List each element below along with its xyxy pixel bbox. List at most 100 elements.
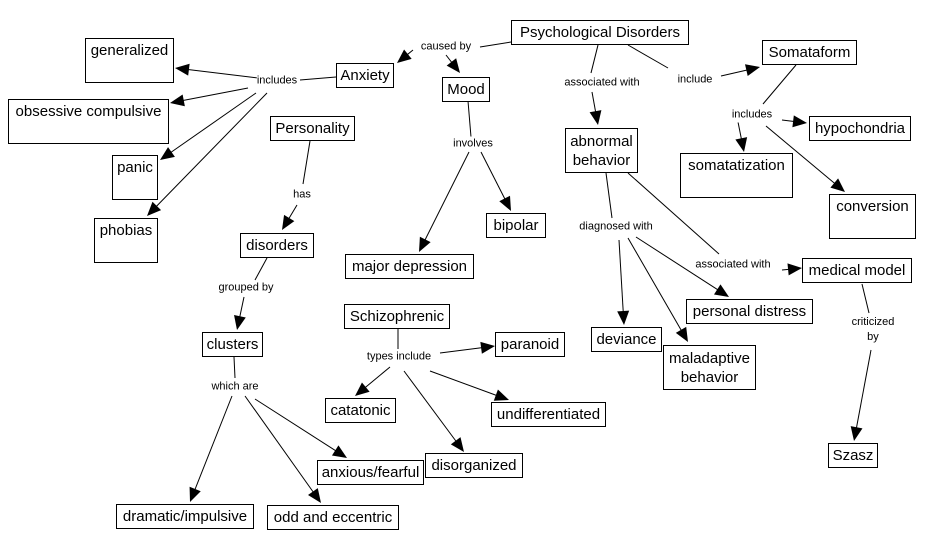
concept-node-somat[interactable]: somatatization [680,153,793,198]
edge-line [299,76,337,81]
concept-node-bipolar[interactable]: bipolar [486,213,546,238]
edge-line [590,44,599,74]
concept-node-clusters[interactable]: clusters [202,332,263,357]
concept-node-mood[interactable]: Mood [442,77,490,102]
concept-node-panic[interactable]: panic [112,155,158,200]
edge-line [855,349,872,432]
link-label-include_som: include [677,72,713,88]
edge-line [467,100,472,138]
concept-node-catatonic[interactable]: catatonic [325,398,396,423]
edge-line [765,125,838,187]
edge-line [480,151,508,203]
arrowhead-icon [830,178,845,192]
concept-node-deviance[interactable]: deviance [591,327,662,352]
edge-line [184,68,259,79]
arrowhead-icon [499,195,511,211]
arrowhead-icon [493,389,509,401]
concept-node-schizo[interactable]: Schizophrenic [344,304,450,329]
edge-line [479,41,512,48]
arrowhead-icon [397,49,412,63]
arrowhead-icon [355,382,370,396]
edge-line [627,172,720,255]
edge-line [233,356,236,379]
edge-line [422,151,470,244]
edge-line [605,172,613,219]
concept-node-hypo[interactable]: hypochondria [809,116,911,141]
edge-line [254,257,268,281]
concept-node-undiff[interactable]: undifferentiated [491,402,606,427]
edge-line [193,395,233,494]
link-label-has: has [293,187,311,203]
edge-line [762,64,797,105]
link-label-causedby: caused by [420,39,472,55]
edge-line [627,44,669,69]
link-label-includes_som: includes [731,107,773,123]
concept-node-generalized[interactable]: generalized [85,38,174,83]
link-label-assoc2: associated with [695,257,771,273]
arrowhead-icon [234,315,246,330]
arrowhead-icon [850,426,863,441]
concept-node-conversion[interactable]: conversion [829,194,916,239]
arrowhead-icon [175,63,190,76]
link-label-includes_anx: includes [256,73,298,89]
arrowhead-icon [189,486,201,502]
arrowhead-icon [450,437,464,452]
edge-line [179,87,249,102]
arrowhead-icon [713,284,729,297]
link-label-whichare: which are [211,379,259,395]
concept-node-anxiety[interactable]: Anxiety [336,63,394,88]
concept-node-disorganized[interactable]: disorganized [425,453,523,478]
edge-line [429,370,500,398]
arrowhead-icon [446,58,460,73]
edge-line [254,398,340,454]
concept-node-somataform[interactable]: Somataform [762,40,857,65]
concept-node-phobias[interactable]: phobias [94,218,158,263]
concept-node-odd[interactable]: odd and eccentric [267,505,399,530]
concept-node-psych[interactable]: Psychological Disorders [511,20,689,45]
link-label-involves: involves [453,136,493,152]
edge-line [167,92,257,155]
arrowhead-icon [792,115,807,128]
edge-line [244,395,316,496]
concept-node-disorders[interactable]: disorders [240,233,314,258]
arrowhead-icon [331,445,347,458]
arrowhead-icon [282,214,295,230]
arrowhead-icon [170,94,185,107]
edge-line [439,346,486,354]
concept-node-paranoid[interactable]: paranoid [495,332,565,357]
arrowhead-icon [419,236,431,252]
arrowhead-icon [735,137,748,152]
arrowhead-icon [480,341,495,354]
edge-line [861,283,870,314]
arrowhead-icon [147,201,162,216]
concept-node-dramatic[interactable]: dramatic/impulsive [116,504,254,529]
concept-node-medical[interactable]: medical model [802,258,912,283]
edge-line [403,370,459,445]
arrowhead-icon [745,64,760,76]
arrowhead-icon [787,263,802,276]
edge-line [618,239,624,316]
link-label-assoc1: associated with [564,75,640,91]
concept-node-personality[interactable]: Personality [270,116,355,141]
arrowhead-icon [617,310,630,325]
edge-line [153,92,268,210]
concept-node-ocd[interactable]: obsessive compulsive [8,99,169,144]
concept-node-szasz[interactable]: Szasz [828,443,878,468]
edge-line [627,237,684,334]
arrowhead-icon [589,110,602,125]
link-label-groupedby: grouped by [218,280,274,296]
link-label-typesinclude: types include [366,349,432,365]
link-label-diagnosed: diagnosed with [579,219,653,235]
edge-line [362,366,391,391]
arrowhead-icon [675,326,688,342]
edge-line [302,140,311,185]
arrowhead-icon [160,147,175,160]
concept-node-distress[interactable]: personal distress [686,299,813,324]
arrowhead-icon [308,488,321,503]
edge-line [720,68,751,77]
concept-node-anxious[interactable]: anxious/fearful [317,460,424,485]
concept-node-majordep[interactable]: major depression [345,254,474,279]
